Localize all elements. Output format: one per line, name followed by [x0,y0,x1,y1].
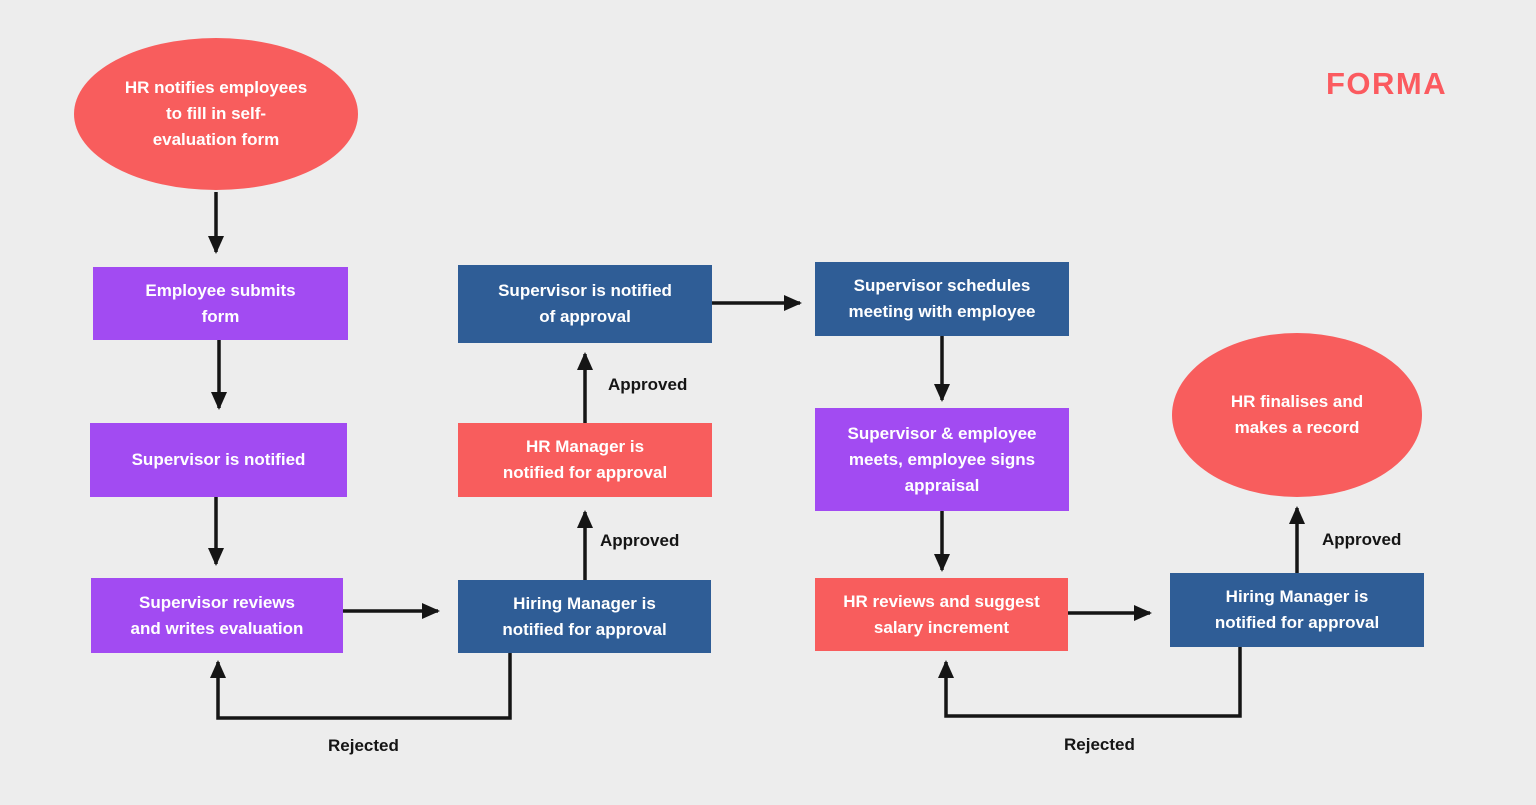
arrow-rejected-right-feedback [938,647,1242,718]
edge-label-rejected-right: Rejected [1064,735,1135,754]
node-supervisor-notified-label: Supervisor is notified [131,450,306,469]
node-hiring-manager-right: Hiring Manager is notified for approval [1170,573,1424,647]
arrow-rejected-left-feedback [210,653,512,720]
node-start-label: HR notifies employees to fill in self- e… [124,78,308,149]
node-supervisor-employee-meets: Supervisor & employee meets, employee si… [815,408,1069,511]
node-hr-reviews: HR reviews and suggest salary increment [815,578,1068,651]
node-end-label: HR finalises and makes a record [1230,392,1364,437]
edge-label-approved-1: Approved [608,375,688,394]
node-start: HR notifies employees to fill in self- e… [74,38,358,190]
node-supervisor-schedules: Supervisor schedules meeting with employ… [815,262,1069,336]
node-supervisor-notified-approval: Supervisor is notified of approval [458,265,712,343]
node-supervisor-notified-approval-label: Supervisor is notified of approval [498,281,672,326]
node-end: HR finalises and makes a record [1172,333,1422,497]
node-hr-reviews-label: HR reviews and suggest salary increment [843,591,1040,637]
edge-label-rejected-left: Rejected [328,736,399,755]
node-hiring-manager-right-label: Hiring Manager is notified for approval [1214,587,1380,632]
node-hiring-manager-left: Hiring Manager is notified for approval [458,580,711,653]
edge-label-approved-2: Approved [600,531,680,550]
forma-logo: FORMA [1326,66,1448,101]
node-supervisor-employee-meets-label: Supervisor & employee meets, employee si… [847,423,1037,495]
edge-label-approved-3: Approved [1322,530,1402,549]
node-supervisor-reviews-label: Supervisor reviews and writes evaluation [130,592,304,638]
node-supervisor-schedules-label: Supervisor schedules meeting with employ… [848,276,1036,321]
node-hr-manager-approval: HR Manager is notified for approval [458,423,712,497]
node-hiring-manager-left-label: Hiring Manager is notified for approval [502,593,667,639]
node-employee-submits: Employee submits form [93,267,348,340]
node-supervisor-reviews: Supervisor reviews and writes evaluation [91,578,343,653]
node-employee-submits-label: Employee submits form [145,280,296,326]
node-supervisor-notified: Supervisor is notified [90,423,347,497]
node-hr-manager-approval-label: HR Manager is notified for approval [502,437,668,482]
